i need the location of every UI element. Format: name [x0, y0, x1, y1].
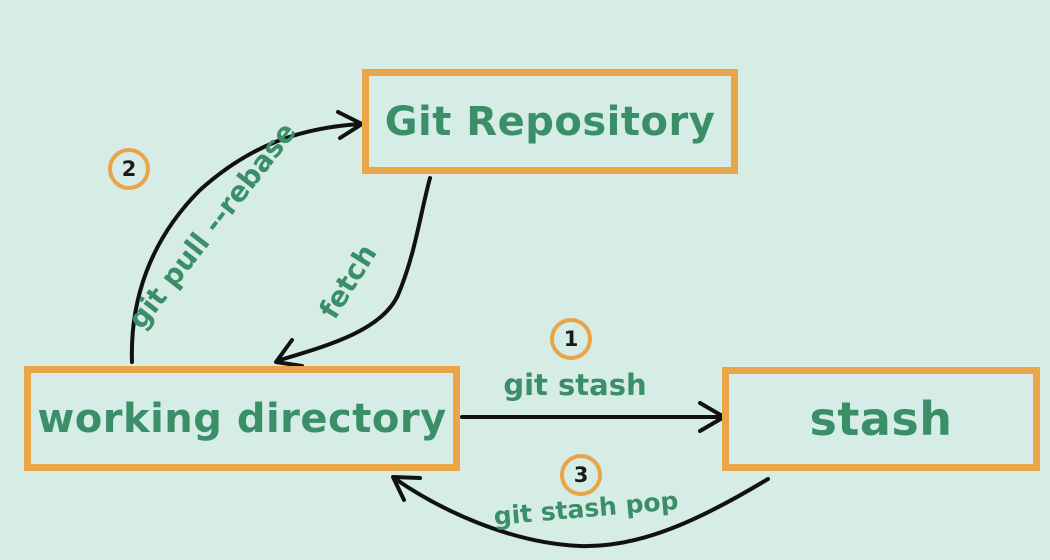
arrow-pull-rebase — [129, 122, 362, 364]
arrow-fetch — [278, 176, 432, 362]
git-stash-label: git stash — [503, 368, 647, 402]
arrow-stash-pop — [392, 476, 770, 549]
step-badge-1: 1 — [550, 318, 592, 360]
stash-node: stash — [722, 367, 1040, 471]
step-badge-3: 3 — [560, 454, 602, 496]
step-badge-2: 2 — [108, 148, 150, 190]
stash-label: stash — [809, 392, 953, 446]
arrowhead-stash-pop — [391, 475, 422, 502]
arrowhead-fetch — [274, 338, 304, 368]
git-repository-node: Git Repository — [362, 69, 738, 174]
git-repository-label: Git Repository — [384, 98, 716, 145]
working-directory-node: working directory — [24, 366, 460, 471]
working-directory-label: working directory — [37, 395, 447, 442]
